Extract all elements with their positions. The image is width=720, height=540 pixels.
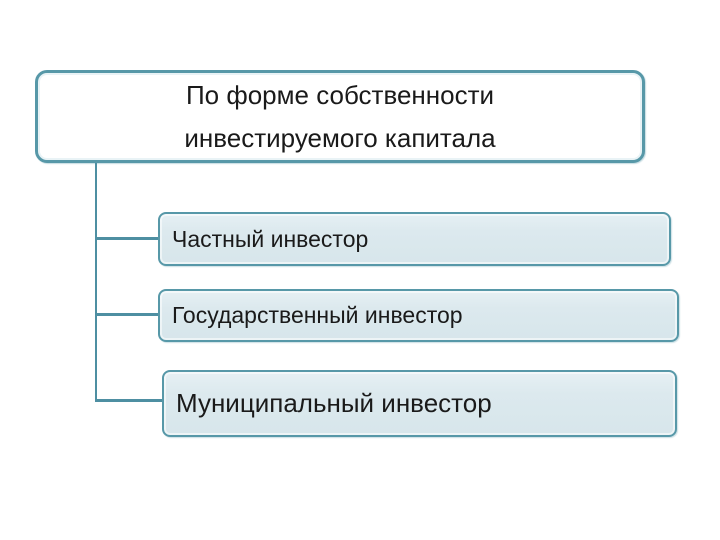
root-node-label-line1: По форме собственности bbox=[185, 79, 495, 110]
connector-branch-1 bbox=[95, 237, 158, 240]
child-node-municipal-investor: Муниципальный инвестор bbox=[162, 370, 677, 437]
connector-branch-2 bbox=[95, 313, 158, 316]
root-node-label-line2: инвестируемого капитала bbox=[184, 122, 496, 153]
child-node-label: Частный инвестор bbox=[172, 225, 369, 252]
connector-branch-3 bbox=[95, 399, 162, 402]
child-node-label: Муниципальный инвестор bbox=[176, 388, 492, 418]
child-node-private-investor: Частный инвестор bbox=[158, 212, 671, 266]
root-node-ownership-form: По форме собственности инвестируемого ка… bbox=[35, 70, 645, 163]
child-node-state-investor: Государственный инвестор bbox=[158, 289, 679, 342]
child-node-label: Государственный инвестор bbox=[172, 302, 463, 328]
connector-trunk bbox=[95, 163, 97, 402]
